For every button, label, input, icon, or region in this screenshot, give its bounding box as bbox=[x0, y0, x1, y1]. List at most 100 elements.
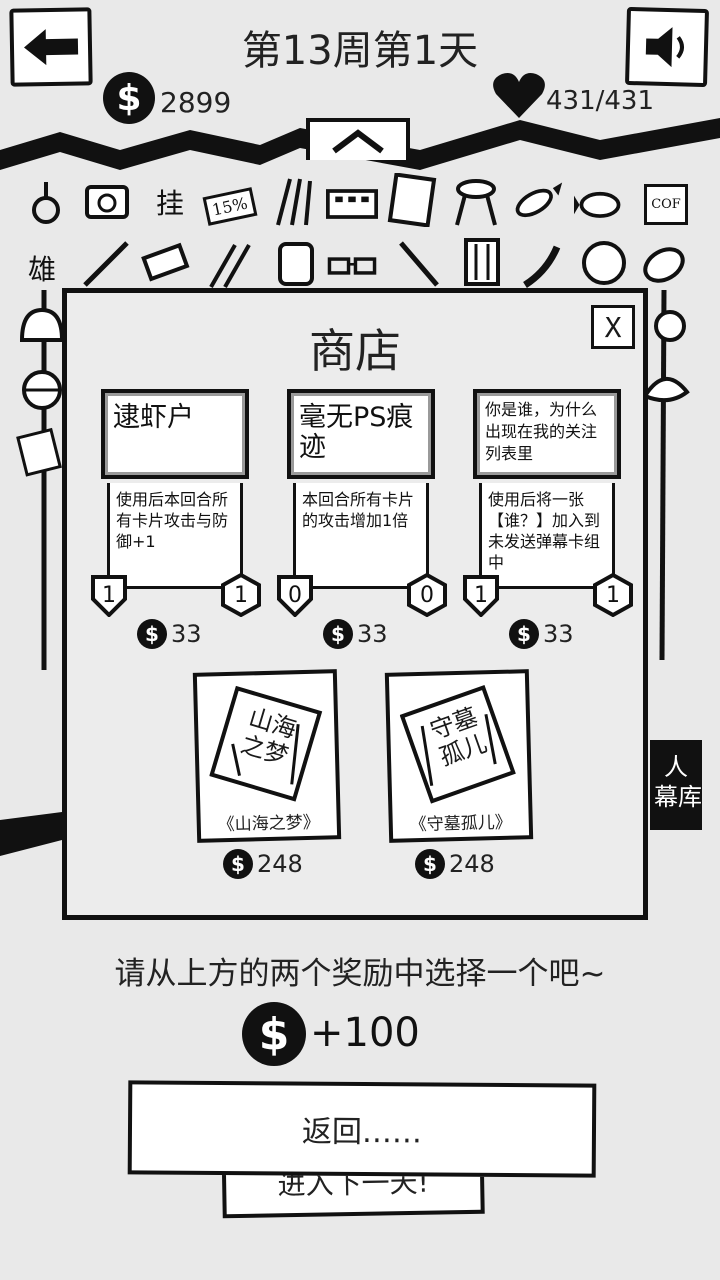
shop-card[interactable]: 毫无PS痕迹 本回合所有卡片的攻击增加1倍 0 0 $ 33 bbox=[277, 387, 447, 649]
attack-shield-icon bbox=[463, 575, 499, 617]
heart-icon bbox=[493, 73, 545, 118]
day-title: 第13周第1天 bbox=[241, 28, 479, 74]
arrow-left-icon bbox=[24, 29, 79, 66]
shelf-item-keyboard[interactable] bbox=[326, 178, 378, 230]
shop-dialog: 商店 X 逮虾户 使用后本回合所有卡片攻击与防御+1 1 1 $ 33 毫无PS… bbox=[62, 288, 648, 920]
fish-icon bbox=[574, 191, 621, 218]
pipe-icon bbox=[399, 241, 439, 287]
card-name: 毫无PS痕迹 bbox=[287, 389, 435, 479]
chevron-up-icon bbox=[332, 129, 384, 154]
reward-price: $ 248 bbox=[415, 849, 495, 879]
attack-shield-icon bbox=[277, 575, 313, 617]
shelf-item-ring[interactable] bbox=[22, 178, 74, 230]
shelf-item-pipe[interactable] bbox=[396, 238, 448, 290]
sound-button[interactable] bbox=[624, 6, 710, 88]
defense-badge: 1 bbox=[221, 573, 261, 617]
reward-label: 《守墓孤儿》 bbox=[409, 812, 513, 836]
helmet-icon bbox=[19, 307, 65, 342]
shelf-item-ticket[interactable]: 15% bbox=[202, 180, 258, 232]
glasses-icon bbox=[327, 257, 377, 275]
shelf-item-skewers[interactable] bbox=[204, 240, 256, 292]
coin-icon: $ bbox=[223, 849, 253, 879]
shelf-item-shell[interactable] bbox=[640, 364, 692, 416]
defense-hex-icon bbox=[593, 573, 633, 617]
reward-art: 山海之梦 bbox=[207, 684, 326, 805]
shelf-item-fish[interactable] bbox=[512, 176, 564, 228]
shelf-item-hero[interactable]: 雄 bbox=[27, 253, 56, 286]
close-icon: X bbox=[604, 310, 622, 344]
shelf-item-camera[interactable] bbox=[82, 176, 134, 228]
reward-price: $ 248 bbox=[223, 849, 303, 879]
sticks-icon bbox=[276, 178, 312, 226]
attack-badge: 1 bbox=[89, 573, 129, 617]
camera-icon bbox=[85, 185, 129, 219]
shelf-item-paper[interactable] bbox=[14, 426, 66, 478]
gun-icon bbox=[141, 242, 190, 282]
defense-badge: 0 bbox=[407, 573, 447, 617]
paper-icon bbox=[16, 427, 62, 477]
reward-label: 《山海之梦》 bbox=[217, 812, 321, 836]
collapse-tab[interactable] bbox=[306, 118, 410, 160]
shelf-item-sticks[interactable] bbox=[266, 176, 318, 228]
can-icon bbox=[643, 247, 685, 283]
jar-icon bbox=[278, 242, 314, 286]
shelf-item-coffee[interactable]: COF bbox=[640, 178, 692, 230]
attack-badge: 1 bbox=[461, 573, 501, 617]
reward-item[interactable]: 守墓孤儿 《守墓孤儿》 bbox=[384, 669, 534, 843]
shelf-item-hang[interactable]: 挂 bbox=[155, 187, 184, 220]
shelf-item-bag[interactable] bbox=[450, 176, 502, 228]
card-attack: 0 bbox=[288, 582, 302, 608]
skewer-icon bbox=[209, 244, 251, 288]
card-defense: 1 bbox=[606, 582, 620, 608]
card-defense: 0 bbox=[420, 582, 434, 608]
shelf-item-book[interactable] bbox=[386, 173, 438, 227]
shop-card[interactable]: 逮虾户 使用后本回合所有卡片攻击与防御+1 1 1 $ 33 bbox=[91, 387, 261, 649]
card-description: 本回合所有卡片的攻击增加1倍 bbox=[293, 483, 429, 589]
shelf-item-gun[interactable] bbox=[140, 238, 192, 290]
card-attack: 1 bbox=[474, 582, 488, 608]
shelf-item-fish-2[interactable] bbox=[574, 178, 626, 230]
shop-title: 商店 bbox=[309, 324, 401, 378]
shelf-item-jar[interactable] bbox=[270, 236, 322, 288]
danmaku-library-tab[interactable]: 人 幕库 bbox=[650, 740, 702, 830]
shelf-item-glasses[interactable] bbox=[326, 240, 378, 292]
shelf-item-cup[interactable] bbox=[456, 236, 508, 288]
return-button[interactable]: 返回…… bbox=[127, 1080, 597, 1178]
ball-icon bbox=[22, 370, 62, 410]
book-icon bbox=[387, 173, 437, 227]
coin-icon: $ bbox=[509, 619, 539, 649]
shelf-item-helmet[interactable] bbox=[16, 302, 68, 354]
shelf-item-flower[interactable] bbox=[644, 302, 696, 354]
scroll-art-icon bbox=[399, 685, 516, 804]
hp-amount: 431/431 bbox=[546, 86, 655, 116]
cup-icon bbox=[464, 238, 500, 286]
coin-icon: $ bbox=[103, 72, 155, 124]
shelf-item-sword[interactable] bbox=[80, 238, 132, 290]
shelf-item-can[interactable] bbox=[638, 238, 690, 290]
attack-badge: 0 bbox=[275, 573, 315, 617]
close-button[interactable]: X bbox=[591, 305, 635, 349]
reward-art: 守墓孤儿 bbox=[399, 684, 518, 805]
bowl-icon bbox=[582, 241, 626, 285]
keyboard-icon bbox=[326, 189, 378, 219]
fish-icon bbox=[515, 182, 563, 218]
shop-card[interactable]: 你是谁，为什么出现在我的关注列表里 使用后将一张【谁？】加入到未发送弹幕卡组中 … bbox=[463, 387, 633, 649]
coin-icon: $ bbox=[323, 619, 353, 649]
card-defense: 1 bbox=[234, 582, 248, 608]
shelf-item-pepper[interactable] bbox=[516, 240, 568, 292]
sword-icon bbox=[83, 241, 129, 287]
shelf-item-bowl[interactable] bbox=[578, 236, 630, 288]
coin-icon: $ bbox=[137, 619, 167, 649]
ring-icon bbox=[32, 182, 60, 224]
back-button[interactable] bbox=[9, 7, 93, 87]
card-description: 使用后将一张【谁？】加入到未发送弹幕卡组中 bbox=[479, 483, 615, 589]
card-price: $ 33 bbox=[323, 619, 388, 649]
card-name: 逮虾户 bbox=[101, 389, 249, 479]
shelf-item-ball[interactable] bbox=[16, 364, 68, 416]
shell-icon bbox=[642, 377, 690, 403]
card-name: 你是谁，为什么出现在我的关注列表里 bbox=[473, 389, 621, 479]
reward-item[interactable]: 山海之梦 《山海之梦》 bbox=[192, 669, 342, 843]
coin-icon: $ bbox=[415, 849, 445, 879]
card-attack: 1 bbox=[102, 582, 116, 608]
card-description: 使用后本回合所有卡片攻击与防御+1 bbox=[107, 483, 243, 589]
